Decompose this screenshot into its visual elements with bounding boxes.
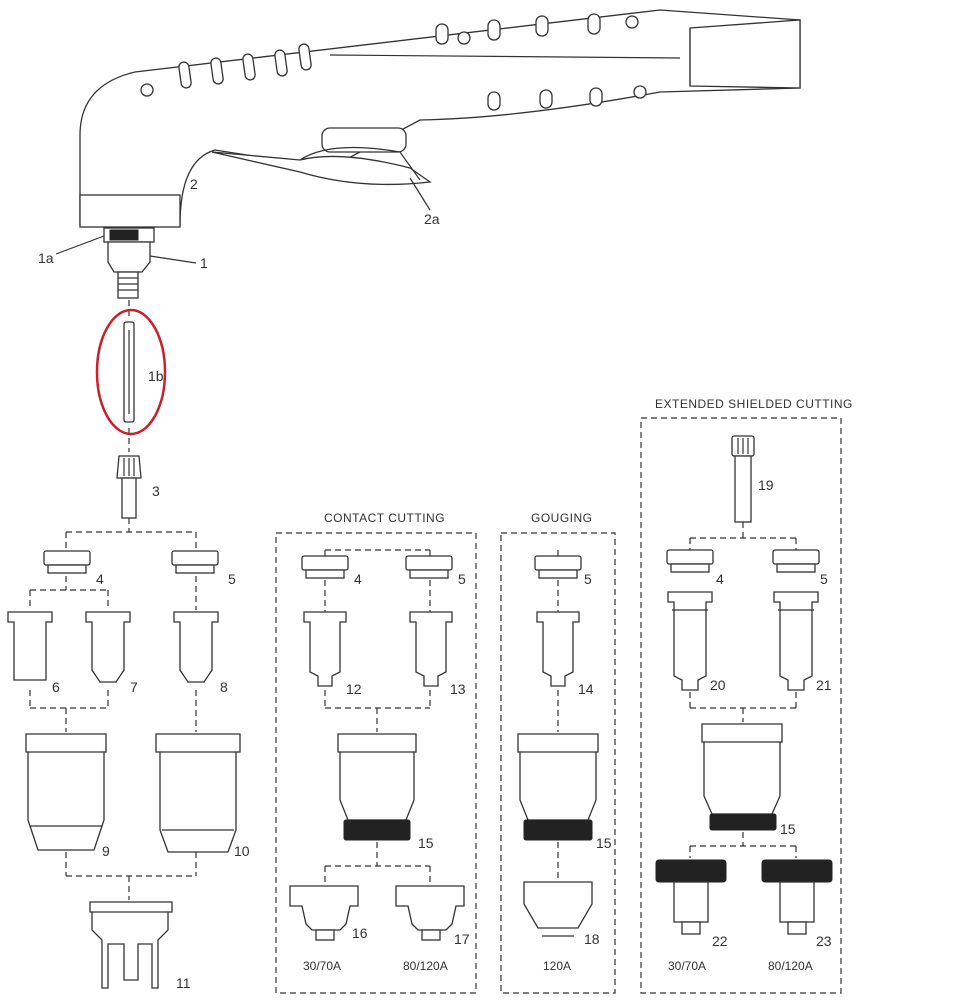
label-part-17: 17 [454, 931, 470, 947]
label-part-9: 9 [102, 843, 110, 859]
label-part-11: 11 [176, 975, 191, 991]
label-part-4-contact: 4 [354, 571, 362, 587]
label-part-21: 21 [816, 677, 832, 693]
label-part-19: 19 [758, 477, 774, 493]
label-part-14: 14 [578, 681, 594, 697]
label-part-10: 10 [234, 843, 250, 859]
label-part-6: 6 [52, 679, 60, 695]
part-1b-distributor [123, 321, 135, 423]
amperage-30-70-contact: 30/70A [303, 959, 341, 973]
torch-head [103, 227, 155, 299]
label-part-1: 1 [200, 255, 208, 271]
label-part-5-extended: 5 [820, 571, 828, 587]
label-part-5-gouging: 5 [584, 571, 592, 587]
contact-cutting-group [275, 532, 477, 994]
extended-shielded-cutting-group [640, 417, 842, 994]
label-part-23: 23 [816, 933, 832, 949]
trigger [211, 127, 432, 186]
label-part-7: 7 [130, 679, 138, 695]
amperage-80-120-contact: 80/120A [403, 959, 448, 973]
label-part-13: 13 [450, 681, 466, 697]
group-title-contact-cutting: CONTACT CUTTING [324, 511, 445, 525]
amperage-120-gouging: 120A [543, 959, 571, 973]
label-part-15-extended: 15 [780, 821, 796, 837]
label-part-4-extended: 4 [716, 571, 724, 587]
label-part-20: 20 [710, 677, 726, 693]
label-part-12: 12 [346, 681, 362, 697]
label-part-18: 18 [584, 931, 600, 947]
label-part-3: 3 [152, 483, 160, 499]
label-part-8: 8 [220, 679, 228, 695]
label-part-22: 22 [712, 933, 728, 949]
group-title-extended-shielded-cutting: EXTENDED SHIELDED CUTTING [655, 397, 853, 411]
label-part-4: 4 [96, 571, 104, 587]
group-title-gouging: GOUGING [531, 511, 593, 525]
torch-handle [79, 9, 801, 228]
label-part-1a: 1a [38, 250, 54, 266]
label-part-2: 2 [190, 176, 198, 192]
label-part-5: 5 [228, 571, 236, 587]
standard-cutting-tree [7, 518, 241, 989]
amperage-80-120-extended: 80/120A [768, 959, 813, 973]
part-3-electrode [116, 455, 142, 519]
gouging-group [500, 532, 616, 994]
label-part-5-contact: 5 [458, 571, 466, 587]
highlight-circle [95, 308, 167, 436]
label-part-16: 16 [352, 925, 368, 941]
label-part-15-gouging: 15 [596, 835, 612, 851]
amperage-30-70-extended: 30/70A [668, 959, 706, 973]
label-part-15-contact: 15 [418, 835, 434, 851]
label-part-2a: 2a [424, 211, 440, 227]
label-part-1b: 1b [148, 368, 164, 384]
